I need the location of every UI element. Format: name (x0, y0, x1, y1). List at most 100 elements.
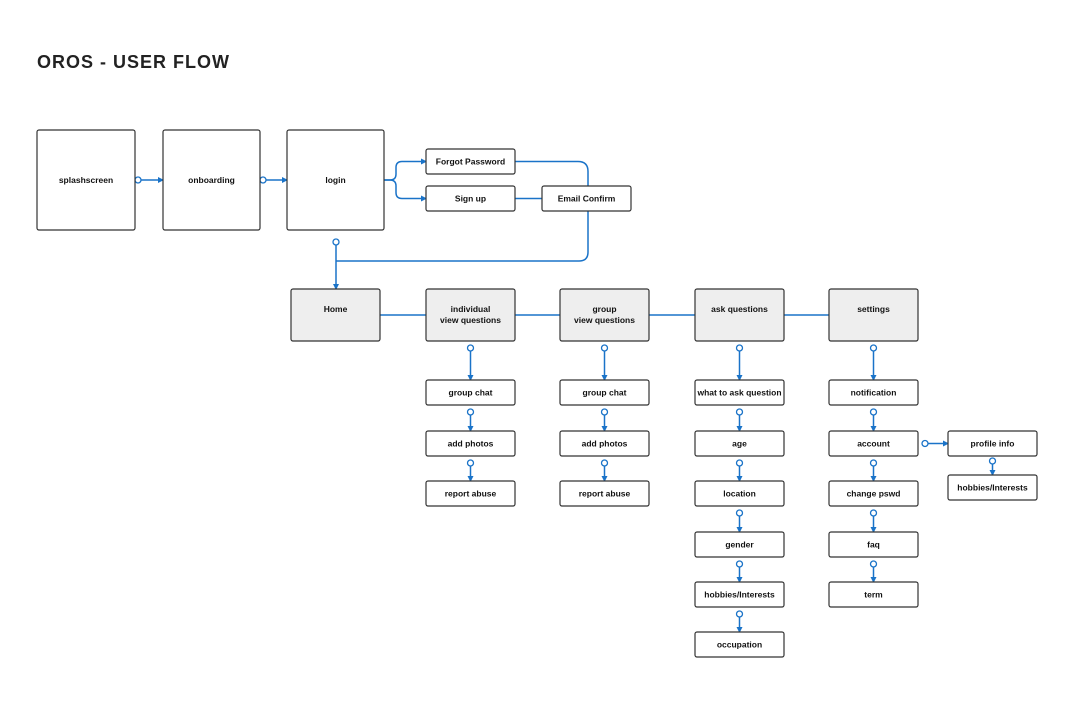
node-ask-hobbies-interests: hobbies/Interests (694, 581, 785, 608)
edge-login-to-home (332, 238, 340, 290)
connector-dot (921, 439, 929, 448)
edge-forgot-password-to-email-confirm (515, 160, 589, 186)
node-label: settings (857, 304, 890, 314)
node-login: login (286, 129, 385, 231)
node-grp-report-abuse: report abuse (559, 480, 650, 507)
node-grp-add-photos: add photos (559, 430, 650, 457)
node-label: splashscreen (59, 175, 113, 185)
node-occupation: occupation (694, 631, 785, 658)
connector-dot (735, 560, 744, 568)
node-settings: settings (828, 288, 919, 342)
node-ask-questions: ask questions (694, 288, 785, 342)
connector-dot (466, 344, 475, 352)
edge-onboarding-to-login (259, 176, 288, 184)
node-label: view questions (574, 315, 635, 325)
node-label: Forgot Password (436, 157, 505, 167)
node-term: term (828, 581, 919, 608)
node-location: location (694, 480, 785, 507)
connector-dot (600, 408, 609, 416)
node-ind-add-photos: add photos (425, 430, 516, 457)
node-faq: faq (828, 531, 919, 558)
node-label: add photos (582, 439, 628, 449)
node-email-confirm: Email Confirm (541, 185, 632, 212)
node-sign-up: Sign up (425, 185, 516, 212)
edge-age-to-location (735, 459, 744, 482)
node-label: hobbies/Interests (704, 590, 775, 600)
node-label: hobbies/Interests (957, 483, 1028, 493)
node-label: login (325, 175, 345, 185)
node-ind-group-chat: group chat (425, 379, 516, 406)
node-profile-hobbies-interests: hobbies/Interests (947, 474, 1038, 501)
diagram-title: OROS - USER FLOW (37, 52, 230, 72)
edge-login-to-forgot-password (384, 158, 427, 181)
node-label: report abuse (445, 489, 497, 499)
connector-dot (869, 344, 878, 352)
edge-ask-questions-to-what-to-ask-question (735, 344, 744, 381)
edge-ind-group-chat-to-ind-add-photos (466, 408, 475, 432)
node-label: faq (867, 540, 880, 550)
edge-grp-add-photos-to-grp-report-abuse (600, 459, 609, 482)
connector-dot (134, 176, 142, 184)
node-label: view questions (440, 315, 501, 325)
node-label: gender (725, 540, 754, 550)
node-what-to-ask-question: what to ask question (694, 379, 785, 406)
connector-dot (869, 560, 878, 568)
node-profile-info: profile info (947, 430, 1038, 457)
edge-what-to-ask-question-to-age (735, 408, 744, 432)
node-label: group (592, 304, 616, 314)
edge-ind-add-photos-to-ind-report-abuse (466, 459, 475, 482)
node-account: account (828, 430, 919, 457)
node-label: Email Confirm (558, 194, 616, 204)
edge-splashscreen-to-onboarding (134, 176, 164, 184)
node-label: term (864, 590, 883, 600)
edge-faq-to-term (869, 560, 878, 583)
node-label: account (857, 439, 890, 449)
node-ind-report-abuse: report abuse (425, 480, 516, 507)
node-label: what to ask question (696, 388, 781, 398)
connector-dot (735, 610, 744, 618)
connector-dot (869, 408, 878, 416)
edge-settings-to-notification (869, 344, 878, 381)
edge-gender-to-ask-hobbies-interests (735, 560, 744, 583)
node-label: occupation (717, 640, 762, 650)
connector-dot (869, 509, 878, 517)
connector-dot (600, 344, 609, 352)
node-label: Home (324, 304, 348, 314)
edge-location-to-gender (735, 509, 744, 533)
node-label: notification (851, 388, 897, 398)
connector-dot (332, 238, 340, 246)
connector-dot (259, 176, 267, 184)
connector-dot (735, 344, 744, 352)
connector-dot (735, 408, 744, 416)
node-label: age (732, 439, 747, 449)
connector-dot (869, 459, 878, 467)
connector-dot (735, 459, 744, 467)
connector-dot (735, 509, 744, 517)
edge-change-pswd-to-faq (869, 509, 878, 533)
edge-grp-group-chat-to-grp-add-photos (600, 408, 609, 432)
node-label: Sign up (455, 194, 486, 204)
node-label: change pswd (847, 489, 901, 499)
node-onboarding: onboarding (162, 129, 261, 231)
edge-account-to-change-pswd (869, 459, 878, 482)
edge-notification-to-account (869, 408, 878, 432)
node-label: onboarding (188, 175, 235, 185)
node-label: report abuse (579, 489, 631, 499)
edge-profile-info-to-profile-hobbies-interests (988, 457, 997, 476)
node-label: individual (451, 304, 491, 314)
node-label: group chat (583, 388, 627, 398)
edge-account-to-profile-info (921, 439, 949, 448)
node-label: group chat (449, 388, 493, 398)
node-forgot-password: Forgot Password (425, 148, 516, 175)
node-label: profile info (971, 439, 1015, 449)
edge-ask-hobbies-interests-to-occupation (735, 610, 744, 633)
edge-email-confirm-to-home (336, 211, 589, 262)
node-age: age (694, 430, 785, 457)
node-home: Home (290, 288, 381, 342)
edge-login-to-sign-up (384, 179, 427, 202)
connector-dot (988, 457, 997, 465)
node-notification: notification (828, 379, 919, 406)
